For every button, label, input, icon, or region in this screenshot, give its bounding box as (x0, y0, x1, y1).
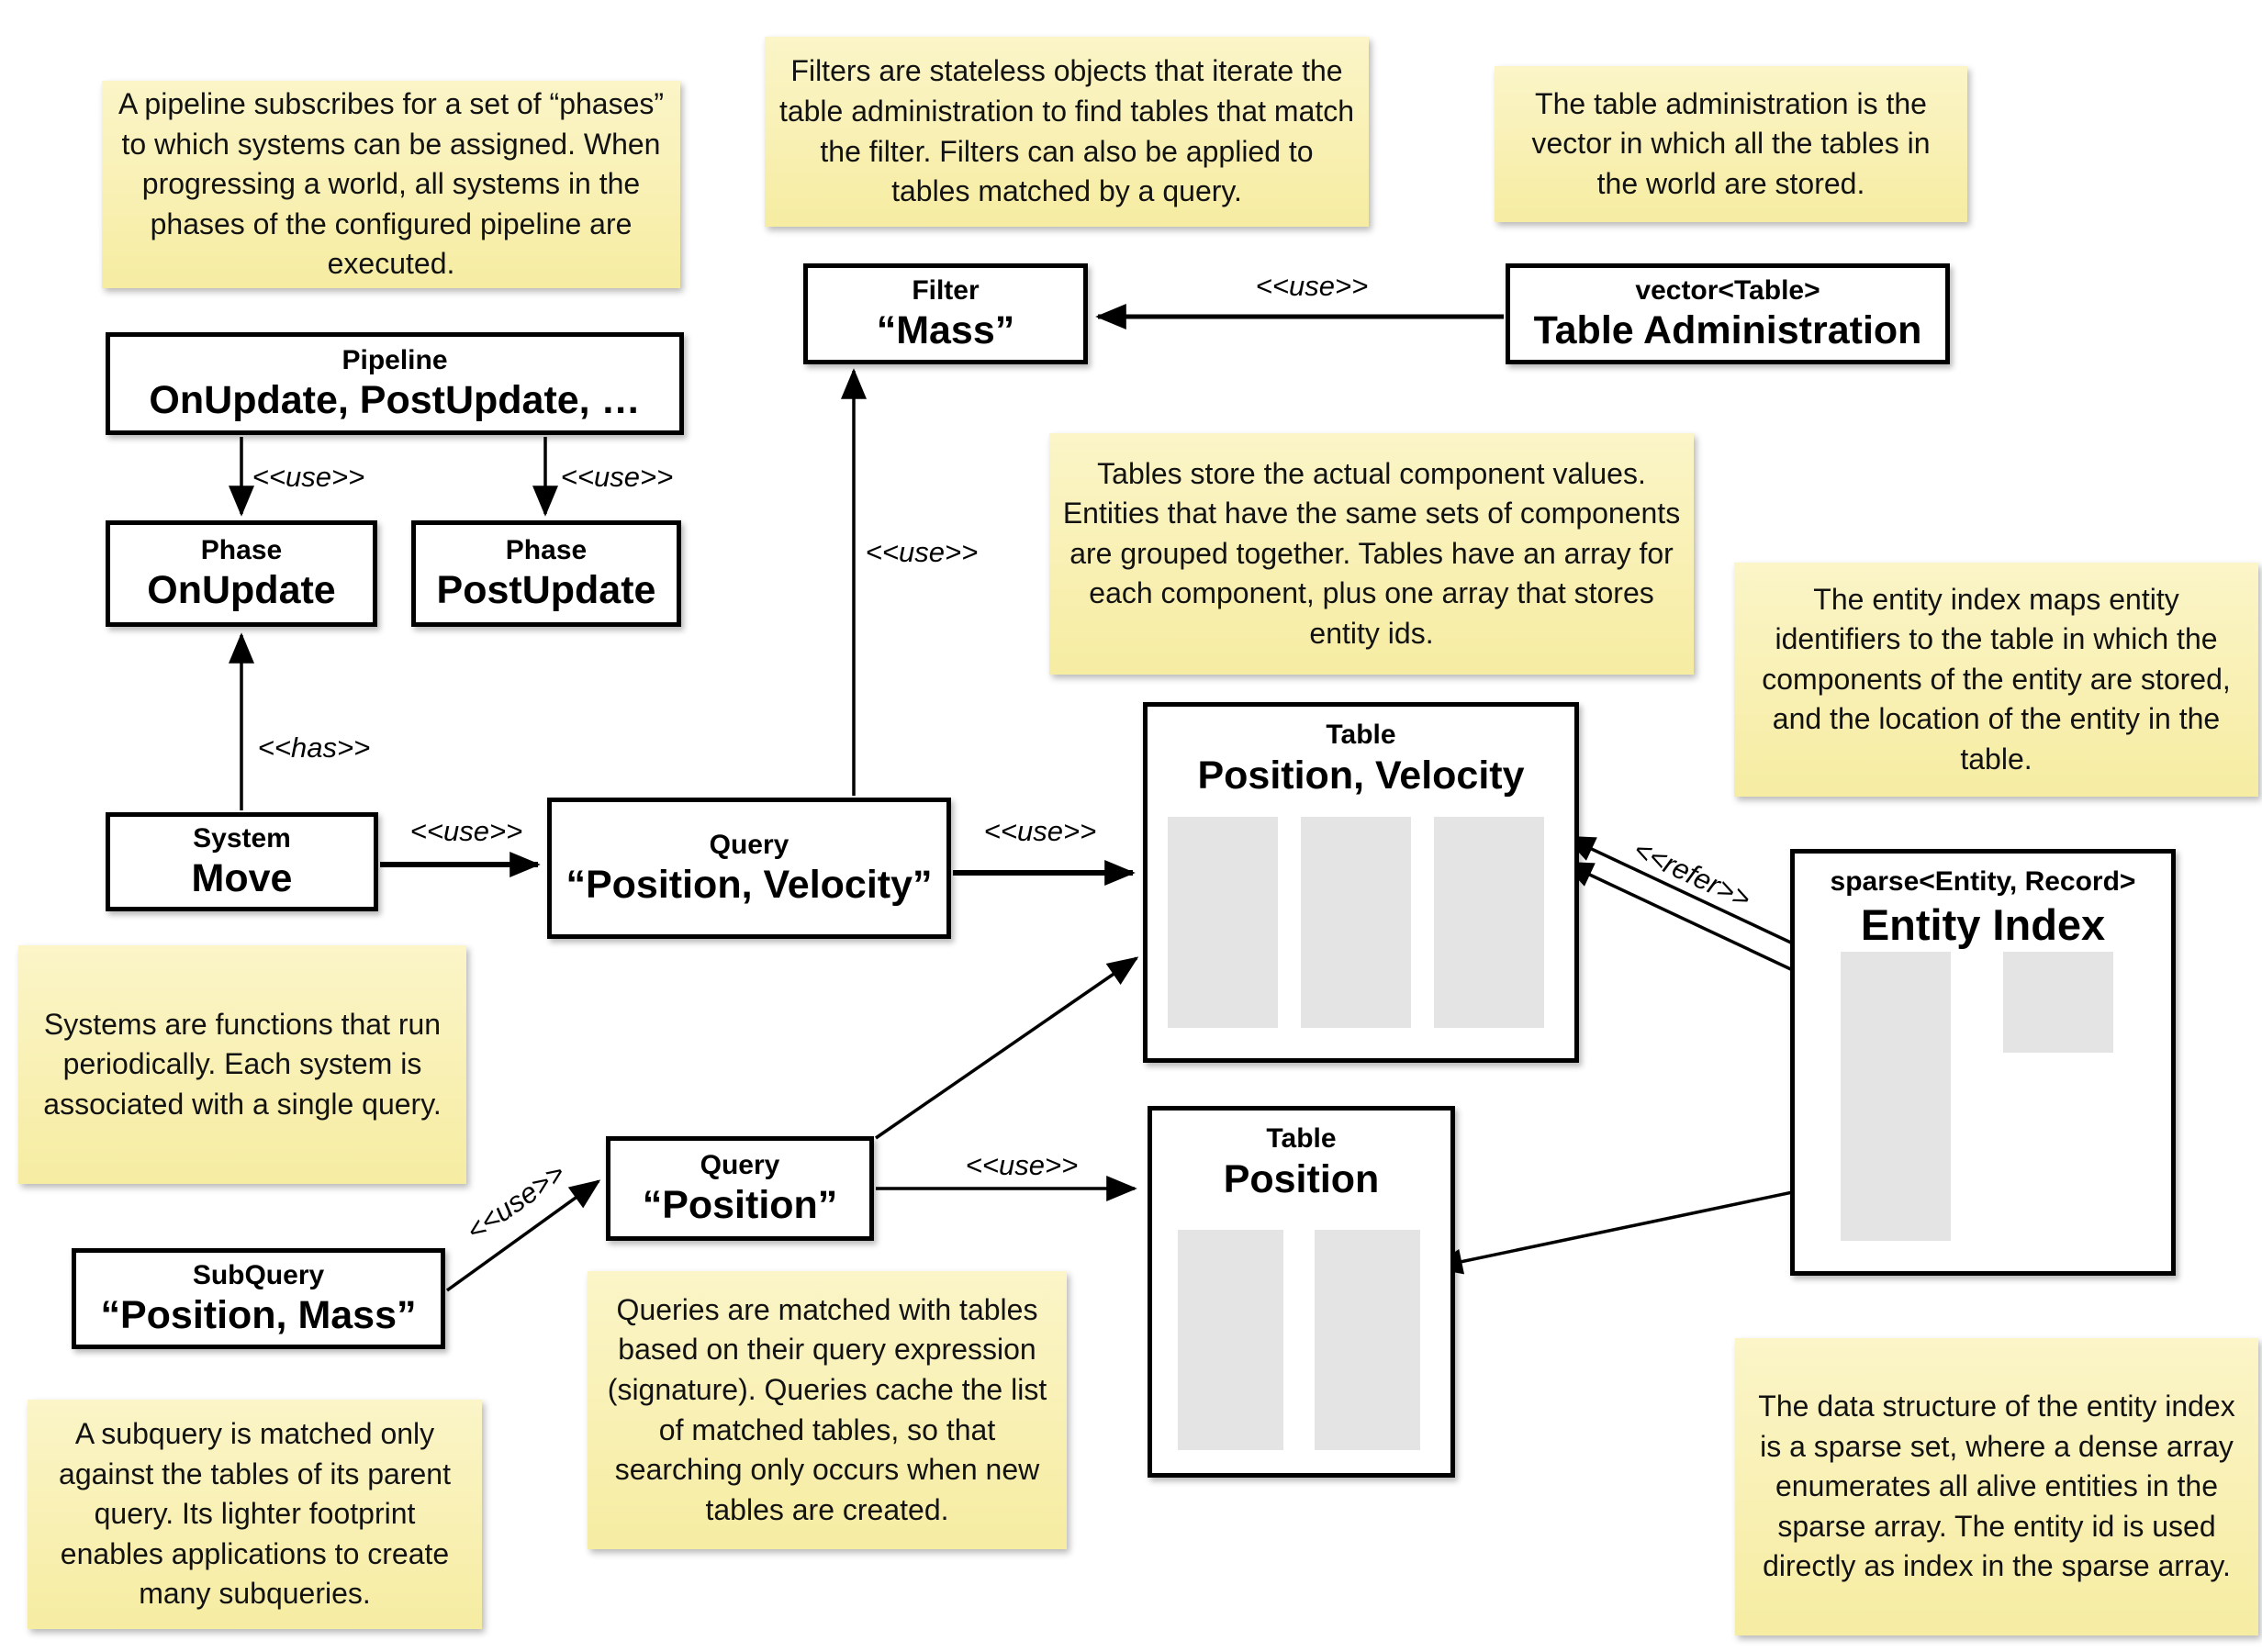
edge-label-use-query-tablepv: <<use>> (983, 815, 1097, 847)
edge-label-has-system-phase: <<has>> (257, 731, 371, 764)
node-query-position: Query “Position” (606, 1136, 874, 1241)
edge-label-use-subquery-querypos: <<use>> (460, 1156, 571, 1248)
node-pipeline-name: OnUpdate, PostUpdate, … (149, 378, 641, 423)
note-queries-text: Queries are matched with tables based on… (607, 1292, 1047, 1526)
note-pipeline: A pipeline subscribes for a set of “phas… (102, 81, 680, 288)
edge-label-use-system-query: <<use>> (409, 815, 523, 847)
node-subquery-position-mass-stereotype: SubQuery (192, 1259, 325, 1290)
node-phase-onupdate-stereotype: Phase (200, 534, 283, 565)
note-filters: Filters are stateless objects that itera… (765, 37, 1369, 227)
node-table-position-velocity-stereotype: Table (1326, 720, 1396, 750)
note-sparse-set: The data structure of the entity index i… (1735, 1338, 2258, 1635)
node-entity-index: sparse<Entity, Record> Entity Index (1790, 849, 2176, 1276)
sparse-array-slot (1841, 952, 1951, 1241)
note-table-administration: The table administration is the vector i… (1495, 66, 1967, 222)
node-filter-mass-stereotype: Filter (912, 274, 980, 306)
component-array-slot (1434, 817, 1544, 1028)
edge-label-use-pipeline-onupdate: <<use>> (252, 461, 365, 493)
node-pipeline-stereotype: Pipeline (342, 344, 448, 375)
note-entity-index-text: The entity index maps entity identifiers… (1762, 582, 2231, 776)
edge-label-use-query-filter: <<use>> (865, 536, 979, 568)
node-table-administration: vector<Table> Table Administration (1506, 263, 1950, 364)
component-array-slot (1315, 1230, 1420, 1450)
node-filter-mass-name: “Mass” (876, 308, 1015, 353)
node-system-move: System Move (106, 812, 378, 911)
node-table-administration-name: Table Administration (1533, 308, 1922, 353)
node-query-position-velocity-name: “Position, Velocity” (566, 863, 933, 908)
note-pipeline-text: A pipeline subscribes for a set of “phas… (118, 87, 665, 281)
node-system-move-name: Move (191, 856, 293, 901)
node-query-position-stereotype: Query (700, 1149, 780, 1180)
note-subquery-text: A subquery is matched only against the t… (59, 1417, 451, 1611)
node-table-position-name: Position (1223, 1156, 1380, 1201)
node-entity-index-stereotype: sparse<Entity, Record> (1830, 866, 2136, 897)
node-subquery-position-mass: SubQuery “Position, Mass” (72, 1248, 445, 1349)
node-phase-postupdate: Phase PostUpdate (411, 520, 681, 627)
node-subquery-position-mass-name: “Position, Mass” (100, 1293, 417, 1338)
node-phase-postupdate-name: PostUpdate (436, 568, 656, 613)
node-table-position-stereotype: Table (1266, 1123, 1337, 1154)
component-array-slot (1168, 817, 1278, 1028)
note-queries: Queries are matched with tables based on… (588, 1271, 1067, 1549)
edge-label-use-querypos-tablepos: <<use>> (965, 1149, 1079, 1181)
node-entity-index-name: Entity Index (1860, 899, 2106, 949)
edge-entityindex-refer-tablepos (1431, 1180, 1842, 1275)
note-tables: Tables store the actual component values… (1049, 433, 1694, 675)
edge-querypos-tablepv (875, 956, 1139, 1140)
node-table-position-velocity-name: Position, Velocity (1197, 753, 1525, 798)
node-system-move-stereotype: System (193, 822, 291, 854)
node-pipeline: Pipeline OnUpdate, PostUpdate, … (106, 332, 684, 435)
component-array-slot (1301, 817, 1411, 1028)
note-subquery: A subquery is matched only against the t… (28, 1400, 482, 1629)
node-table-position-velocity: Table Position, Velocity (1143, 702, 1579, 1063)
note-systems-text: Systems are functions that run periodica… (43, 1007, 442, 1121)
note-sparse-set-text: The data structure of the entity index i… (1758, 1390, 2235, 1583)
node-table-administration-stereotype: vector<Table> (1635, 274, 1820, 306)
component-array-slot (1178, 1230, 1283, 1450)
edge-label-use-pipeline-postupdate: <<use>> (560, 461, 674, 493)
node-query-position-velocity-stereotype: Query (709, 829, 789, 860)
edge-label-use-tableadmin-filter: <<use>> (1255, 270, 1369, 302)
node-filter-mass: Filter “Mass” (803, 263, 1088, 364)
note-entity-index: The entity index maps entity identifiers… (1734, 563, 2258, 797)
node-query-position-velocity: Query “Position, Velocity” (547, 798, 951, 939)
node-phase-onupdate-name: OnUpdate (147, 568, 336, 613)
note-filters-text: Filters are stateless objects that itera… (778, 54, 1355, 208)
node-query-position-name: “Position” (642, 1183, 838, 1228)
node-phase-postupdate-stereotype: Phase (505, 534, 588, 565)
node-phase-onupdate: Phase OnUpdate (106, 520, 377, 627)
dense-array-slot (2003, 952, 2113, 1053)
note-table-administration-text: The table administration is the vector i… (1531, 86, 1931, 200)
note-systems: Systems are functions that run periodica… (18, 945, 466, 1184)
node-table-position: Table Position (1148, 1106, 1455, 1478)
edge-label-refer-entityindex-tables: <<refer>> (1629, 832, 1756, 916)
note-tables-text: Tables store the actual component values… (1062, 456, 1681, 650)
